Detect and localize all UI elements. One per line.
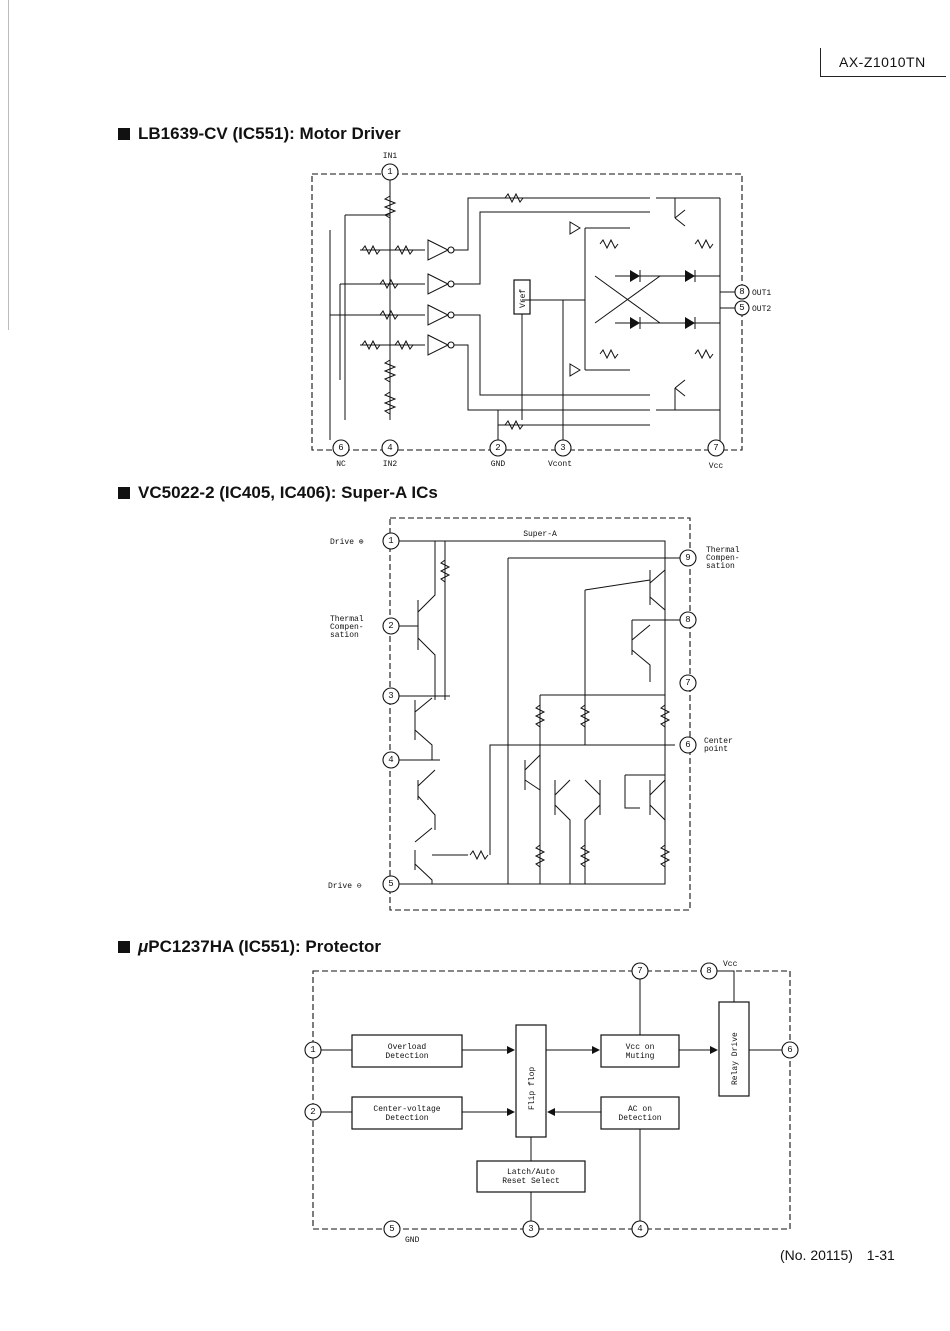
protector-pin-2: 2 (310, 1107, 315, 1117)
label-in1: IN1 (383, 152, 398, 161)
bullet-square-icon (118, 128, 130, 140)
section-title-protector: μ PC1237HA (IC551): Protector (118, 937, 381, 957)
pin-nc: 6 (338, 443, 343, 453)
label-thermal-right-3: sation (706, 562, 735, 571)
label-center-2: point (704, 745, 728, 754)
label-super-a: Super-A (523, 530, 557, 539)
pin-8: 8 (685, 615, 690, 625)
pin-out1: 8 (739, 287, 744, 297)
pin-3: 3 (388, 691, 393, 701)
model-number: AX-Z1010TN (839, 54, 926, 70)
protector-pin-5: 5 (389, 1224, 394, 1234)
block-vcc-muting (600, 1034, 680, 1068)
block-flip-flop-label: Flip flop (528, 1067, 537, 1110)
pin-center-point: 6 (685, 740, 690, 750)
motor-driver-diagram: Vref 1 6 4 2 3 7 8 5 IN1 NC IN2 GND Vcon… (311, 152, 771, 471)
section-title-super-a-text: VC5022-2 (IC405, IC406): Super-A ICs (138, 483, 438, 502)
label-gnd: GND (491, 460, 506, 469)
pin-in2: 4 (387, 443, 392, 453)
label-thermal-right-1: Thermal (706, 546, 740, 555)
protector-label-vcc: Vcc (723, 960, 738, 969)
label-vcont: Vcont (548, 460, 572, 469)
label-thermal-left-1: Thermal (330, 615, 364, 624)
protector-outline (312, 970, 791, 1230)
section-title-super-a: VC5022-2 (IC405, IC406): Super-A ICs (118, 483, 438, 503)
label-thermal-left-3: sation (330, 631, 359, 640)
block-center-voltage-detection (351, 1096, 463, 1130)
pin-out2: 5 (739, 303, 744, 313)
block-relay-drive-label: Relay Drive (731, 1032, 740, 1085)
section-title-motor-driver-text: LB1639-CV (IC551): Motor Driver (138, 124, 401, 143)
block-ac-detection-line1: AC on (628, 1105, 652, 1114)
label-thermal-right-2: Compen- (706, 554, 740, 563)
pin-4: 4 (388, 755, 393, 765)
pin-vcont: 3 (560, 443, 565, 453)
block-ac-detection-line2: Detection (618, 1114, 661, 1123)
protector-diagram: Overload Detection Center-voltage Detect… (304, 960, 799, 1245)
block-vcc-muting-line2: Muting (626, 1052, 655, 1061)
pin-drive-pos: 1 (388, 536, 393, 546)
super-a-diagram: Super-A 1 2 3 4 5 9 8 7 6 Drive ⊕ Drive … (328, 517, 740, 911)
label-vcc: Vcc (709, 462, 724, 471)
label-nc: NC (336, 460, 346, 469)
pin-drive-neg: 5 (388, 879, 393, 889)
protector-label-gnd: GND (405, 1236, 420, 1245)
block-latch-line1: Latch/Auto (507, 1168, 555, 1177)
bullet-square-icon (118, 941, 130, 953)
super-a-outline (389, 517, 691, 911)
block-relay-drive (718, 1001, 750, 1097)
page-edge-line (8, 0, 9, 330)
label-out2: OUT2 (752, 305, 771, 314)
label-thermal-left-2: Compen- (330, 623, 364, 632)
label-drive-neg: Drive ⊖ (328, 882, 362, 891)
section-title-protector-text: PC1237HA (IC551): Protector (148, 937, 381, 956)
page-number: 1-31 (866, 1247, 895, 1263)
protector-pin-8: 8 (706, 966, 711, 976)
vref-label: Vref (519, 289, 528, 308)
block-vcc-muting-line1: Vcc on (626, 1043, 655, 1052)
protector-pin-6: 6 (787, 1045, 792, 1055)
protector-pin-7: 7 (637, 966, 642, 976)
document-number: (No. 20115) (780, 1247, 853, 1263)
pin-thermal-left: 2 (388, 621, 393, 631)
pin-gnd: 2 (495, 443, 500, 453)
section-title-motor-driver: LB1639-CV (IC551): Motor Driver (118, 124, 401, 144)
label-drive-pos: Drive ⊕ (330, 538, 364, 547)
page-footer: (No. 20115) 1-31 (780, 1247, 895, 1263)
label-in2: IN2 (383, 460, 398, 469)
pin-in1: 1 (387, 167, 392, 177)
label-out1: OUT1 (752, 289, 771, 298)
block-center-voltage-line1: Center-voltage (373, 1105, 440, 1114)
block-overload-line1: Overload (388, 1043, 427, 1052)
block-overload-detection (351, 1034, 463, 1068)
model-number-box: AX-Z1010TN (820, 48, 946, 77)
block-overload-line2: Detection (385, 1052, 428, 1061)
pin-thermal-right: 9 (685, 553, 690, 563)
block-ac-detection (600, 1096, 680, 1130)
block-latch-line2: Reset Select (502, 1177, 560, 1186)
section-title-protector-mu: μ (138, 937, 149, 956)
protector-pin-4: 4 (637, 1224, 642, 1234)
pin-7: 7 (685, 678, 690, 688)
bullet-square-icon (118, 487, 130, 499)
block-center-voltage-line2: Detection (385, 1114, 428, 1123)
protector-pin-3: 3 (528, 1224, 533, 1234)
label-center-1: Center (704, 737, 733, 746)
protector-pin-1: 1 (310, 1045, 315, 1055)
block-flip-flop (515, 1024, 547, 1138)
pin-vcc: 7 (713, 443, 718, 453)
